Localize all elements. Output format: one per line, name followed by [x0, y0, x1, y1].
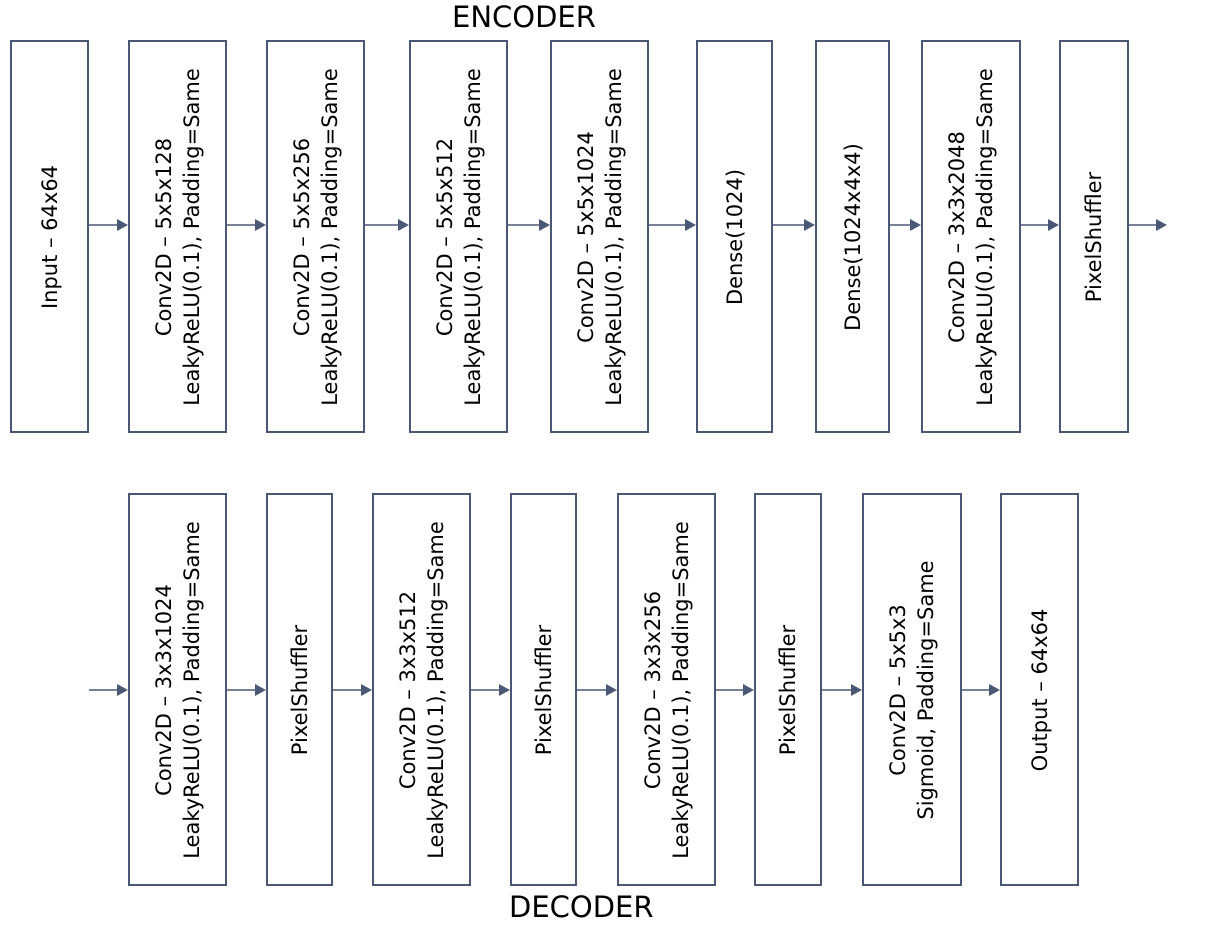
node-label-line-secondary: LeakyReLU(0.1), Padding=Same — [317, 67, 342, 406]
encoder-arrow-5 — [649, 219, 696, 231]
node-label-line-secondary: LeakyReLU(0.1), Padding=Same — [179, 520, 204, 859]
decoder-node-label: PixelShuffler — [286, 624, 314, 754]
decoder-node-4: PixelShuffler — [510, 493, 577, 886]
node-label-line-secondary: LeakyReLU(0.1), Padding=Same — [460, 67, 485, 406]
decoder-arrow-2 — [333, 684, 372, 696]
encoder-title: ENCODER — [452, 0, 596, 34]
decoder-node-label: PixelShuffler — [530, 624, 558, 754]
encoder-arrow-3 — [365, 219, 409, 231]
encoder-node-9: PixelShuffler — [1059, 40, 1129, 433]
encoder-node-label: PixelShuffler — [1080, 171, 1108, 301]
decoder-arrow-7 — [962, 684, 1000, 696]
node-label-line-secondary: LeakyReLU(0.1), Padding=Same — [668, 520, 693, 859]
encoder-node-6: Dense(1024) — [696, 40, 773, 433]
node-label-line-primary: Output – 64x64 — [1027, 608, 1052, 771]
node-label-line-primary: PixelShuffler — [1082, 171, 1106, 302]
node-label-line-primary: Conv2D – 5x5x128 — [151, 137, 176, 336]
node-label-line-primary: PixelShuffler — [776, 624, 800, 755]
decoder-node-label: Output – 64x64 — [1026, 608, 1054, 771]
node-label-line-primary: Dense(1024x4x4) — [840, 142, 865, 331]
node-label-line-primary: Dense(1024) — [722, 168, 747, 305]
decoder-node-6: PixelShuffler — [754, 493, 822, 886]
encoder-arrow-1 — [89, 219, 128, 231]
decoder-arrow-3 — [471, 684, 510, 696]
encoder-node-label: Dense(1024x4x4) — [839, 143, 867, 331]
node-label-line-primary: Conv2D – 3x3x512 — [395, 590, 420, 789]
decoder-arrow-5 — [716, 684, 754, 696]
node-label-line-primary: Conv2D – 5x5x1024 — [573, 130, 598, 343]
node-label-line-primary: Conv2D – 5x5x256 — [289, 137, 314, 336]
node-label-line-secondary: LeakyReLU(0.1), Padding=Same — [601, 67, 626, 406]
encoder-arrow-4 — [508, 219, 550, 231]
decoder-node-label: PixelShuffler — [774, 624, 802, 754]
node-label-line-primary: Conv2D – 3x3x2048 — [945, 130, 969, 343]
decoder-node-8: Output – 64x64 — [1000, 493, 1079, 886]
decoder-node-2: PixelShuffler — [266, 493, 333, 886]
node-label-line-primary: PixelShuffler — [531, 624, 556, 755]
encoder-node-7: Dense(1024x4x4) — [815, 40, 890, 433]
node-label-line-primary: Conv2D – 5x5x512 — [432, 137, 457, 336]
node-label-line-primary: Conv2D – 3x3x256 — [640, 590, 665, 789]
node-label-line-secondary: LeakyReLU(0.1), Padding=Same — [179, 67, 204, 406]
encoder-node-label: Input – 64x64 — [36, 164, 64, 308]
encoder-arrow-7 — [890, 219, 921, 231]
node-label-line-primary: Conv2D – 3x3x1024 — [151, 583, 176, 796]
encoder-node-1: Input – 64x64 — [10, 40, 89, 433]
decoder-arrow-6 — [822, 684, 862, 696]
decoder-title: DECODER — [509, 890, 654, 924]
node-label-line-primary: PixelShuffler — [287, 624, 312, 755]
encoder-arrow-8 — [1021, 219, 1059, 231]
encoder-output-arrow — [1129, 219, 1167, 231]
encoder-arrow-6 — [773, 219, 815, 231]
node-label-line-secondary: LeakyReLU(0.1), Padding=Same — [423, 520, 448, 859]
decoder-input-arrow — [89, 684, 128, 696]
node-label-line-secondary: Sigmoid, Padding=Same — [914, 559, 938, 820]
decoder-arrow-4 — [577, 684, 617, 696]
encoder-arrow-2 — [227, 219, 266, 231]
node-label-line-secondary: LeakyReLU(0.1), Padding=Same — [973, 67, 997, 406]
encoder-node-label: Dense(1024) — [721, 168, 749, 304]
node-label-line-primary: Input – 64x64 — [37, 164, 62, 309]
decoder-arrow-1 — [227, 684, 266, 696]
node-label-line-primary: Conv2D – 5x5x3 — [886, 603, 910, 776]
